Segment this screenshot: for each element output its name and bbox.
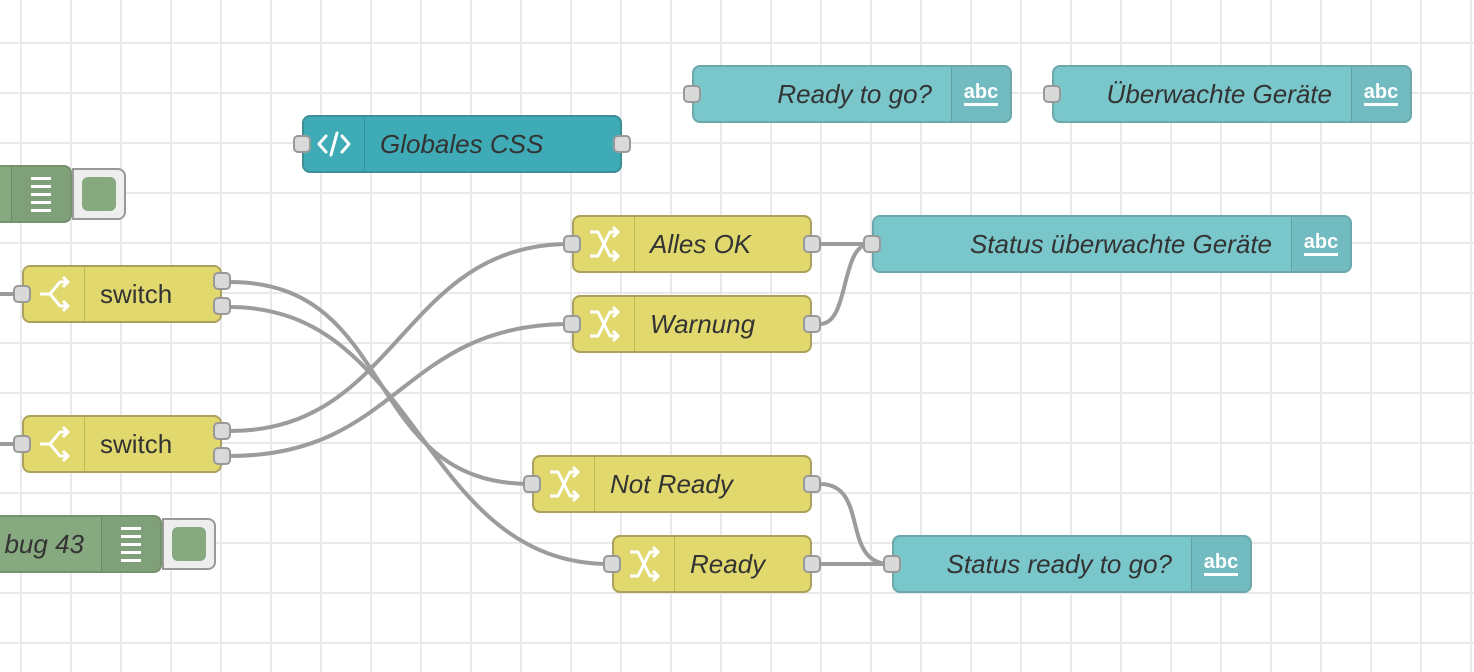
wire-switch2-allesok [228,242,572,433]
debug-node-top[interactable] [0,165,72,223]
node-label: switch [100,428,173,459]
debug-toggle-button[interactable] [162,518,216,570]
input-port[interactable] [13,285,31,303]
input-port[interactable] [563,235,581,253]
input-port[interactable] [863,235,881,253]
change-icon [574,217,635,271]
wire-switch1-ready [228,305,612,566]
wire-notready-status [818,482,892,566]
wire-warnung-status [818,242,872,326]
output-port-2[interactable] [213,297,231,315]
node-label: Not Ready [610,468,733,499]
output-port-1[interactable] [213,272,231,290]
node-label: Globales CSS [380,128,544,159]
input-port[interactable] [1043,85,1061,103]
list-icon [11,167,70,221]
switch-icon [24,267,85,321]
node-label: bug 43 [4,528,84,559]
input-port[interactable] [603,555,621,573]
switch-node-2[interactable]: switch [22,415,222,473]
text-node-status-ready-to-go[interactable]: Status ready to go? abc [892,535,1252,593]
text-node-status-ueberwachte-geraete[interactable]: Status überwachte Geräte abc [872,215,1352,273]
list-icon [101,517,160,571]
change-icon [574,297,635,351]
output-port-2[interactable] [213,447,231,465]
node-label: switch [100,278,173,309]
text-node-ready-to-go[interactable]: Ready to go? abc [692,65,1012,123]
wire-switch2-warnung [228,322,572,458]
change-icon [534,457,595,511]
input-port[interactable] [523,475,541,493]
change-node-not-ready[interactable]: Not Ready [532,455,812,513]
change-icon [614,537,675,591]
input-port[interactable] [13,435,31,453]
debug-node-43[interactable]: bug 43 [0,515,162,573]
switch-icon [24,417,85,471]
output-port[interactable] [803,555,821,573]
node-label: Warnung [650,308,756,339]
change-node-warnung[interactable]: Warnung [572,295,812,353]
input-port[interactable] [293,135,311,153]
input-port[interactable] [683,85,701,103]
change-node-ready[interactable]: Ready [612,535,812,593]
output-port[interactable] [613,135,631,153]
output-port[interactable] [803,315,821,333]
text-node-ueberwachte-geraete[interactable]: Überwachte Geräte abc [1052,65,1412,123]
abc-text-icon: abc [951,67,1010,121]
output-port-1[interactable] [213,422,231,440]
node-label: Alles OK [650,228,752,259]
input-port[interactable] [883,555,901,573]
code-icon [304,117,365,171]
input-port[interactable] [563,315,581,333]
node-label: Ready [690,548,766,579]
abc-text-icon: abc [1191,537,1250,591]
output-port[interactable] [803,235,821,253]
change-node-alles-ok[interactable]: Alles OK [572,215,812,273]
debug-toggle-button[interactable] [72,168,126,220]
node-label: Status ready to go? [946,548,1172,579]
node-label: Status überwachte Geräte [969,228,1272,259]
template-node-globales-css[interactable]: Globales CSS [302,115,622,173]
output-port[interactable] [803,475,821,493]
switch-node-1[interactable]: switch [22,265,222,323]
abc-text-icon: abc [1351,67,1410,121]
node-label: Überwachte Geräte [1106,78,1332,109]
node-label: Ready to go? [777,78,932,109]
abc-text-icon: abc [1291,217,1350,271]
